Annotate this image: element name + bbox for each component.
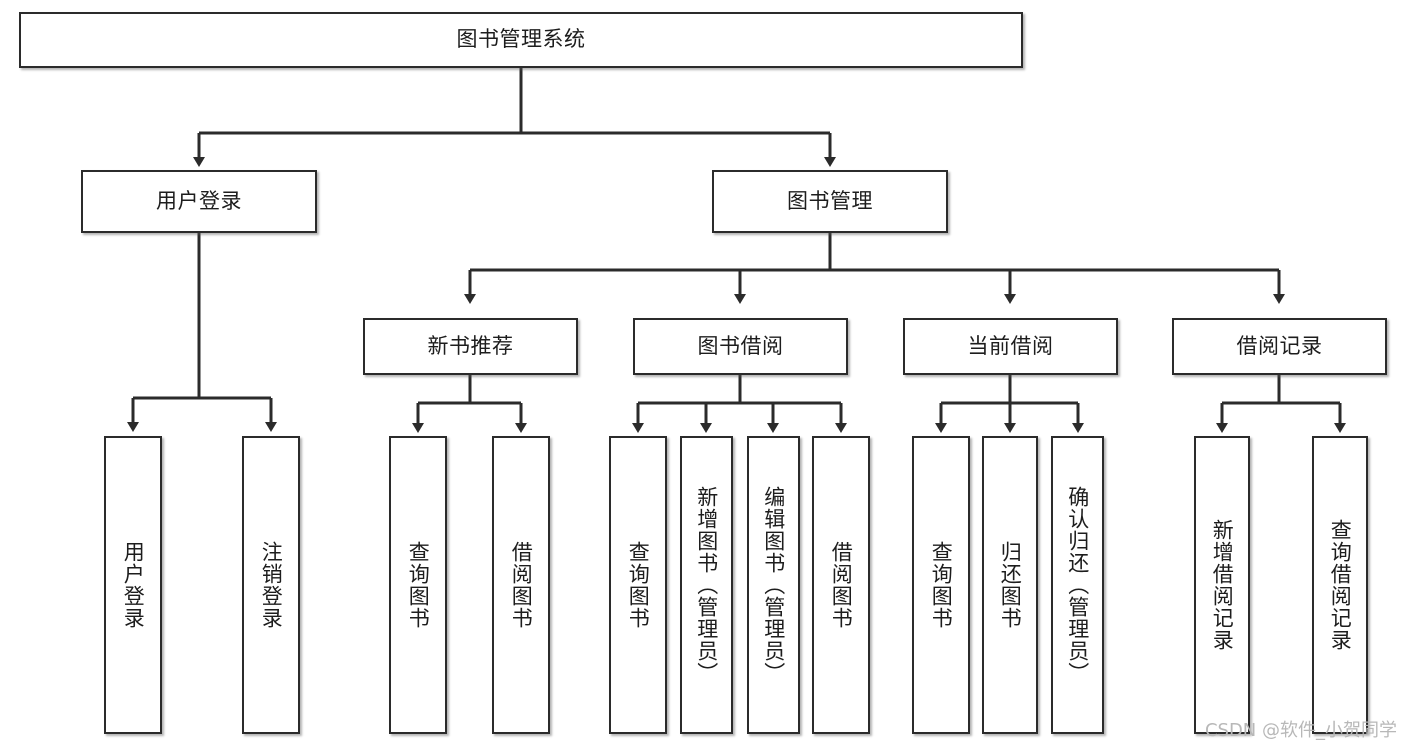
node-root-book-management-system[interactable]: 图书管理系统 [19,12,1023,68]
node-label: 注销登录 [259,541,284,629]
node-current-borrow[interactable]: 当前借阅 [903,318,1118,375]
node-label: 新增借阅记录 [1210,519,1235,651]
node-label: 查询图书 [626,541,651,629]
node-leaf-borrow-book[interactable]: 借阅图书 [812,436,870,734]
node-label: 借阅图书 [509,541,534,629]
node-leaf-return-book[interactable]: 归还图书 [982,436,1038,734]
node-label: 当前借阅 [967,333,1054,358]
watermark-text: CSDN @软件_小贺同学 [1204,720,1397,741]
node-label: 查询图书 [929,541,954,629]
node-label: 图书管理系统 [456,27,586,52]
node-label: 新增图书（管理员） [694,486,719,684]
node-label: 用户登录 [121,541,146,629]
node-borrow-record[interactable]: 借阅记录 [1172,318,1387,375]
node-label: 确认归还（管理员） [1065,486,1090,684]
node-label: 用户登录 [156,188,242,213]
node-leaf-query-book-current[interactable]: 查询图书 [912,436,970,734]
node-leaf-query-book-recommend[interactable]: 查询图书 [389,436,447,734]
node-leaf-borrow-book-recommend[interactable]: 借阅图书 [492,436,550,734]
node-label: 图书管理 [787,188,873,213]
node-leaf-confirm-return[interactable]: 确认归还（管理员） [1051,436,1104,734]
node-book-borrow[interactable]: 图书借阅 [633,318,848,375]
node-label: 查询借阅记录 [1328,519,1353,651]
node-label: 新书推荐 [427,333,514,358]
node-new-book-recommend[interactable]: 新书推荐 [363,318,578,375]
node-leaf-query-book-borrow[interactable]: 查询图书 [609,436,667,734]
node-label: 借阅图书 [829,541,854,629]
node-leaf-edit-book[interactable]: 编辑图书（管理员） [747,436,800,734]
node-book-management[interactable]: 图书管理 [712,170,948,233]
node-leaf-query-borrow-record[interactable]: 查询借阅记录 [1312,436,1368,734]
node-label: 查询图书 [406,541,431,629]
node-leaf-add-book[interactable]: 新增图书（管理员） [680,436,733,734]
node-label: 图书借阅 [697,333,784,358]
node-user-login[interactable]: 用户登录 [81,170,317,233]
node-label: 归还图书 [998,541,1023,629]
node-leaf-add-borrow-record[interactable]: 新增借阅记录 [1194,436,1250,734]
node-label: 借阅记录 [1236,333,1323,358]
node-leaf-user-logout[interactable]: 注销登录 [242,436,300,734]
node-label: 编辑图书（管理员） [761,486,786,684]
node-leaf-user-login[interactable]: 用户登录 [104,436,162,734]
